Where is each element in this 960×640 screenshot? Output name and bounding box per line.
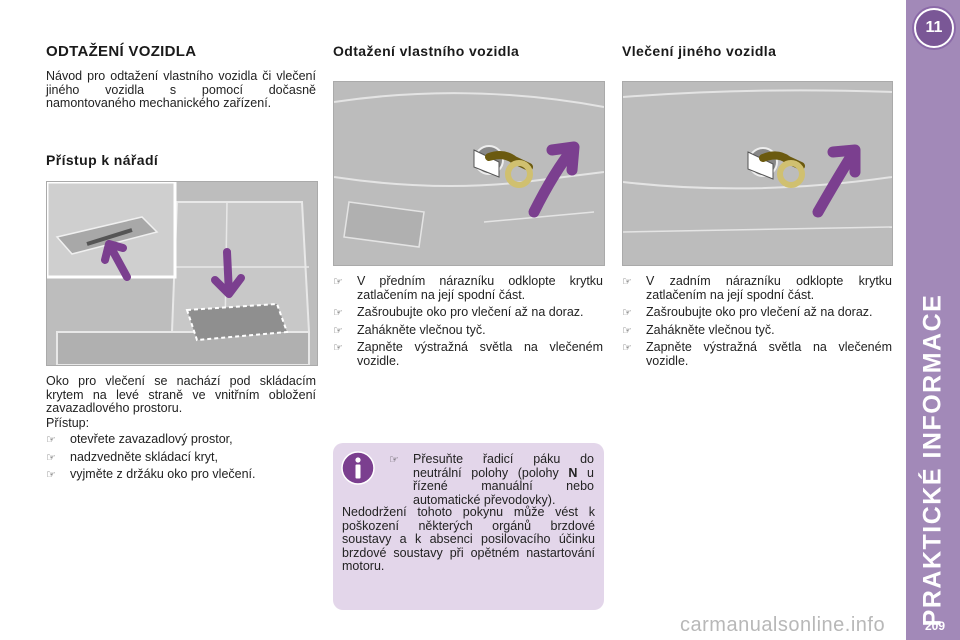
info-bullet-list: ☞Přesuňte řadicí páku do neutrální poloh… (389, 452, 594, 511)
tow-eye-location-text: Oko pro vlečení se nachází pod skládacím… (46, 374, 316, 415)
list-item: ☞Zašroubujte oko pro vlečení až na doraz… (333, 305, 584, 319)
list-item: ☞vyjměte z držáku oko pro vlečení. (46, 467, 256, 481)
pointing-hand-icon: ☞ (622, 341, 632, 354)
access-steps-list: ☞otevřete zavazadlový prostor, ☞nadzvedn… (46, 432, 316, 486)
trunk-photo (46, 181, 318, 366)
pointing-hand-icon: ☞ (46, 468, 56, 481)
list-item: ☞Zapněte výstražná světla na vlečeném vo… (622, 340, 892, 368)
list-item: ☞Zahákněte vlečnou tyč. (622, 322, 775, 337)
front-bumper-illustration (334, 82, 604, 265)
pointing-hand-icon: ☞ (622, 306, 632, 319)
pointing-hand-icon: ☞ (622, 323, 632, 337)
chapter-number-badge: 11 (914, 8, 954, 48)
front-bumper-photo (333, 81, 605, 266)
pointing-hand-icon: ☞ (46, 450, 56, 464)
list-item: ☞Zapněte výstražná světla na vlečeném vo… (333, 340, 603, 368)
pointing-hand-icon: ☞ (622, 275, 632, 288)
pointing-hand-icon: ☞ (389, 453, 399, 466)
rear-bumper-illustration (623, 82, 892, 265)
pointing-hand-icon: ☞ (46, 433, 56, 446)
pointing-hand-icon: ☞ (333, 306, 343, 319)
tool-access-heading: Přístup k nářadí (46, 152, 159, 168)
other-vehicle-towing-heading: Vlečení jiného vozidla (622, 43, 777, 59)
pointing-hand-icon: ☞ (333, 323, 343, 337)
list-item: ☞V zadním nárazníku odklopte krytku zatl… (622, 274, 892, 302)
intro-paragraph: Návod pro odtažení vlastního vozidla či … (46, 69, 316, 110)
watermark: carmanualsonline.info (680, 614, 886, 636)
main-title: ODTAŽENÍ VOZIDLA (46, 43, 197, 60)
info-icon (341, 451, 375, 485)
access-label: Přístup: (46, 416, 90, 430)
info-box: ☞Přesuňte řadicí páku do neutrální poloh… (333, 443, 604, 610)
section-title-vertical: PRAKTICKÉ INFORMACE (918, 293, 947, 627)
list-item: ☞Zahákněte vlečnou tyč. (333, 322, 486, 337)
list-item: ☞Přesuňte řadicí páku do neutrální poloh… (389, 452, 594, 507)
rear-bumper-photo (622, 81, 893, 266)
trunk-illustration (47, 182, 317, 365)
list-item: ☞Zašroubujte oko pro vlečení až na doraz… (622, 305, 873, 319)
list-item: ☞V předním nárazníku odklopte krytku zat… (333, 274, 603, 302)
list-item: ☞otevřete zavazadlový prostor, (46, 432, 233, 446)
own-vehicle-towing-heading: Odtažení vlastního vozidla (333, 43, 520, 59)
info-warning-text: Nedodržení tohoto pokynu může vést k poš… (342, 505, 595, 573)
list-item: ☞nadzvedněte skládací kryt, (46, 449, 218, 464)
chapter-sidebar (906, 0, 960, 640)
pointing-hand-icon: ☞ (333, 341, 343, 354)
other-towing-steps-list: ☞V zadním nárazníku odklopte krytku zatl… (622, 274, 892, 372)
page-number: 209 (924, 619, 946, 633)
own-towing-steps-list: ☞V předním nárazníku odklopte krytku zat… (333, 274, 603, 372)
pointing-hand-icon: ☞ (333, 275, 343, 288)
